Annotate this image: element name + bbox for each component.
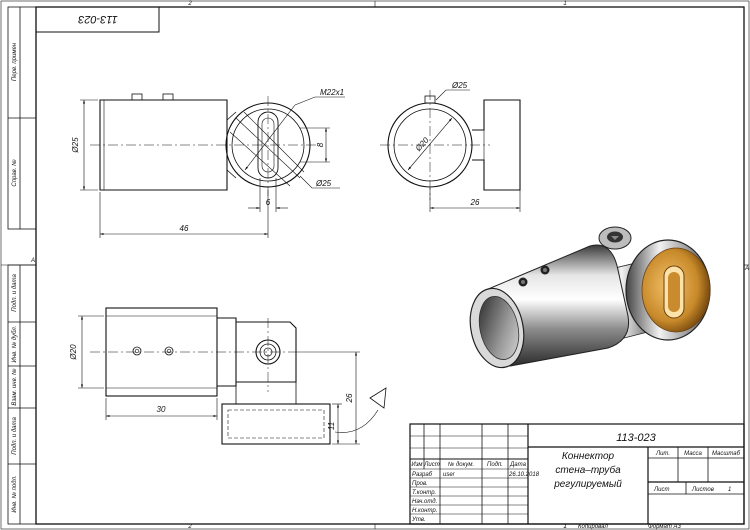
front-dims — [80, 96, 345, 238]
copied-label: Копировал — [578, 524, 608, 530]
stamp-code: 113-023 — [77, 13, 117, 25]
row-label: Пров. — [412, 481, 428, 487]
zone-mark: A — [744, 266, 749, 272]
title-block — [409, 423, 745, 525]
side-label: Подп. и дата — [12, 417, 18, 455]
dim-label: Ø25 — [71, 137, 80, 154]
zone-mark: 2 — [187, 524, 192, 530]
col-header: Изм — [411, 462, 422, 468]
front-view-hatch — [229, 111, 305, 187]
col-header: Дата — [509, 462, 526, 468]
lit-label: Лит. — [655, 451, 670, 457]
dim-label: 26 — [470, 198, 480, 207]
side-label: Инв. № подл. — [11, 475, 18, 512]
zone-mark: 1 — [563, 1, 566, 7]
dim-label: 26 — [345, 393, 354, 403]
top-view-dims — [78, 315, 379, 445]
side-label: Перв. примен — [12, 42, 18, 81]
zone-mark: 2 — [187, 1, 192, 7]
zone-mark: A — [30, 258, 35, 264]
centerlines — [90, 90, 490, 392]
title-code: 113-023 — [616, 432, 656, 444]
sheets-label: Листов — [691, 487, 714, 493]
dim-label: 30 — [157, 405, 166, 414]
row-label: Н.контр. — [412, 508, 437, 514]
dim-label: Ø25 — [451, 81, 468, 90]
side-label: Справ. № — [11, 159, 18, 187]
part-name-line: стена–труба — [555, 464, 621, 476]
dim-label: 46 — [180, 224, 189, 233]
dim-label: Ø20 — [413, 135, 431, 153]
sheet-label: Лист — [653, 487, 669, 493]
row-label: Утв. — [411, 517, 426, 523]
bottom-number: 1 — [563, 524, 566, 530]
side-label: Инв. № дубл. — [11, 326, 18, 363]
col-header: № докум. — [448, 461, 474, 468]
dim-label: 6 — [266, 198, 271, 207]
top-view — [105, 307, 331, 445]
scale-label: Масштаб — [712, 451, 741, 457]
side-dims — [407, 89, 521, 212]
view-arrow-icon — [369, 387, 387, 409]
mass-label: Масса — [684, 451, 702, 457]
part-name-line: Коннектор — [562, 451, 615, 462]
dim-label: 11 — [327, 422, 336, 430]
format-label: Формат А3 — [648, 524, 681, 530]
dim-label: М22х1 — [320, 88, 344, 97]
row-label: Т.контр. — [412, 490, 436, 496]
developer-date: 26.10.2018 — [508, 472, 540, 478]
col-header: Лист — [423, 462, 439, 468]
row-label: Разраб — [412, 472, 433, 478]
dim-label: Ø25 — [315, 179, 332, 188]
part-name-line: регулируемый — [553, 479, 622, 490]
side-label: Взам. инв. № — [11, 368, 18, 406]
side-view — [387, 95, 521, 191]
sheets-value: 1 — [728, 487, 731, 493]
dim-label: Ø20 — [69, 344, 78, 361]
developer-name: user — [443, 472, 456, 478]
col-header: Подп. — [487, 462, 503, 468]
side-strip — [7, 6, 37, 525]
row-label: Нач.отд. — [412, 499, 437, 505]
side-label: Подп. и дата — [12, 274, 18, 312]
zone-mark: 1 — [563, 524, 566, 530]
dim-label: 8 — [316, 142, 325, 147]
isometric-render — [469, 226, 711, 369]
